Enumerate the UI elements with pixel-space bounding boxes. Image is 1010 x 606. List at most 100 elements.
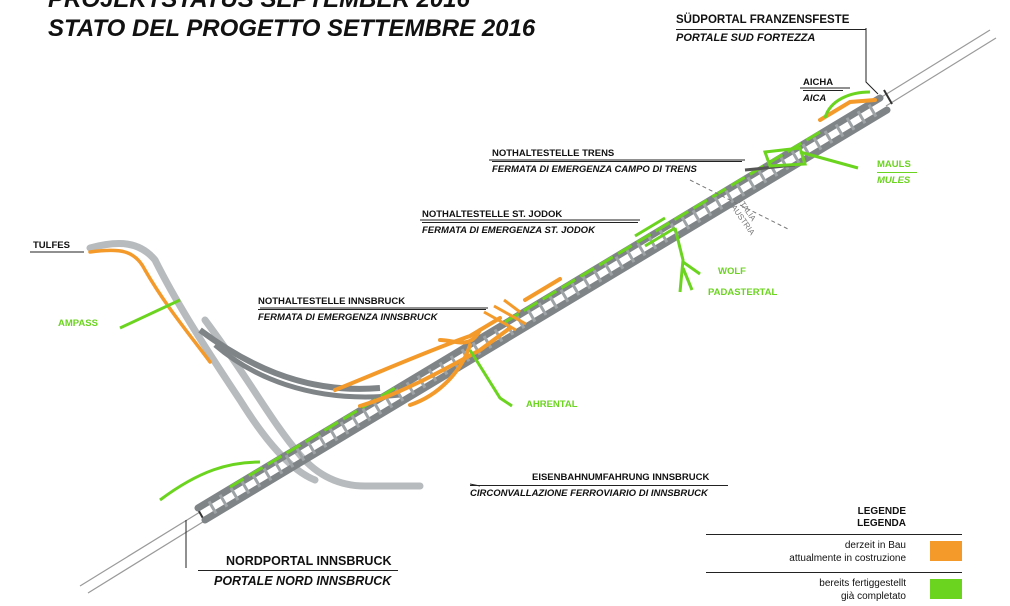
cross-passage (867, 103, 878, 118)
cross-passage (372, 401, 383, 415)
st-jodok-stop (634, 216, 676, 248)
nordportal-access (159, 460, 261, 502)
aicha-it: AICA (803, 93, 827, 104)
innsbruck-stop-it: FERMATA DI EMERGENZA INNSBRUCK (258, 312, 438, 323)
cross-passage (691, 209, 702, 224)
aicha-rule (803, 90, 843, 91)
cross-passage (570, 282, 581, 296)
label-suedportal: SÜDPORTAL FRANZENSFESTE PORTALE SUD FORT… (676, 12, 866, 45)
ampass-access (119, 298, 181, 330)
legend-item-construction: derzeit in Bau attualmente in costruzion… (700, 534, 962, 568)
legend-item-completed: bereits fertiggestellt già completato (700, 572, 962, 606)
cross-passage (284, 454, 295, 468)
tulfes-tunnel-built (88, 248, 212, 364)
jodok-rule (422, 222, 638, 223)
cross-passage (614, 255, 625, 270)
cross-passage (581, 275, 592, 290)
cross-passage (592, 269, 603, 283)
legend-rule (706, 534, 962, 535)
label-padastertal: PADASTERTAL (708, 287, 777, 299)
mauls-access (762, 146, 859, 170)
cross-passage (218, 494, 229, 508)
cross-passage (328, 427, 339, 442)
legend-title-it: LEGENDA (857, 518, 906, 529)
cross-passage (812, 136, 823, 151)
mauls-it: MULES (877, 175, 911, 186)
legend-rule (706, 572, 962, 573)
umfahrung-de: EISENBAHNUMFAHRUNG INNSBRUCK (532, 472, 710, 483)
label-trens: NOTHALTESTELLE TRENS FERMATA DI EMERGENZ… (492, 148, 742, 176)
jodok-it: FERMATA DI EMERGENZA ST. JODOK (422, 225, 595, 236)
cross-passage (680, 216, 691, 230)
cross-passage (603, 262, 614, 277)
cross-passage (339, 421, 350, 435)
innsbruck-emergency-stop (483, 298, 527, 332)
cross-passage (317, 434, 328, 449)
suedportal-it: PORTALE SUD FORTEZZA (676, 32, 816, 44)
legend-completed-de: bereits fertiggestellt (819, 578, 906, 589)
trens-rule (492, 161, 742, 162)
aicha-access (823, 90, 871, 119)
cross-passage (240, 480, 251, 495)
cross-passage (559, 289, 570, 303)
tulfes-text: TULFES (33, 240, 70, 251)
cross-passage (790, 150, 801, 164)
cross-passage (361, 408, 372, 422)
innsbruck-stop-de: NOTHALTESTELLE INNSBRUCK (258, 296, 406, 307)
cross-passage (548, 295, 559, 310)
cross-passage (636, 242, 647, 257)
legend-construction-de: derzeit in Bau (844, 540, 906, 551)
wolf-text: WOLF (718, 266, 746, 277)
cross-passage (350, 414, 361, 429)
cross-passage (537, 302, 548, 316)
label-innsbruck-stop: NOTHALTESTELLE INNSBRUCK FERMATA DI EMER… (258, 296, 486, 324)
ahrental-text: AHRENTAL (526, 399, 578, 410)
legend-construction-it: attualmente in costruzione (789, 553, 906, 564)
title-line-2: STATO DEL PROGETTO SETTEMBRE 2016 (48, 15, 536, 42)
suedportal-rule (676, 29, 866, 30)
cross-passage (735, 183, 746, 197)
mauls-rule (877, 172, 917, 173)
cross-passage (757, 169, 768, 184)
connection-curve-a (198, 327, 381, 392)
innsbruck-stop-rule (258, 309, 486, 310)
padastertal-text: PADASTERTAL (708, 287, 778, 298)
nordportal-rule (198, 570, 398, 571)
cross-passage (251, 474, 262, 488)
nordportal-de: NORDPORTAL INNSBRUCK (226, 554, 392, 568)
cross-passage (845, 117, 856, 131)
legend-swatch-green (930, 579, 962, 599)
cross-passage (526, 308, 537, 323)
label-tulfes: TULFES (33, 240, 70, 252)
label-mauls: MAULS MULES (877, 159, 917, 187)
ahrental-access (468, 349, 513, 408)
leader-lines (30, 28, 879, 568)
ampass-text: AMPASS (58, 318, 98, 329)
label-ahrental: AHRENTAL (526, 399, 578, 411)
tulfes-tunnel-light (86, 240, 319, 484)
label-nordportal: NORDPORTAL INNSBRUCK PORTALE NORD INNSBR… (198, 553, 398, 589)
mauls-de: MAULS (877, 159, 911, 170)
cross-passage (834, 123, 845, 138)
label-jodok: NOTHALTESTELLE ST. JODOK FERMATA DI EMER… (422, 209, 638, 237)
trens-de: NOTHALTESTELLE TRENS (492, 148, 615, 159)
cross-passage (779, 156, 790, 171)
cross-passage (273, 460, 284, 475)
label-ampass: AMPASS (58, 318, 98, 330)
legend-title-de: LEGENDE (857, 506, 906, 517)
cross-passage (625, 249, 636, 263)
umfahrung-rule (470, 485, 728, 486)
cross-passage (207, 500, 218, 515)
cross-passage (724, 189, 735, 204)
label-wolf: WOLF (718, 266, 746, 278)
connection-curve-b (213, 343, 401, 400)
state-border (689, 179, 791, 231)
legend: LEGENDE LEGENDA derzeit in Bau attualmen… (700, 506, 962, 606)
label-aicha: AICHA AICA (803, 77, 843, 105)
nordportal-it: PORTALE NORD INNSBRUCK (214, 574, 392, 588)
legend-swatch-orange (930, 541, 962, 561)
suedportal-de: SÜDPORTAL FRANZENSFESTE (676, 14, 850, 26)
cross-passage (306, 441, 317, 455)
legend-completed-it: già completato (840, 591, 906, 602)
